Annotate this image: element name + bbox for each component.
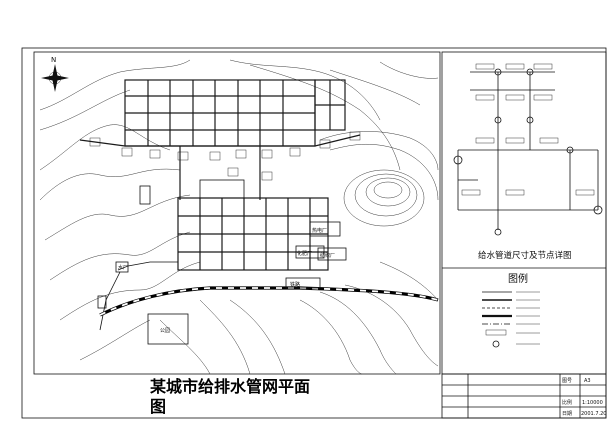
station-box [115, 261, 129, 273]
date-label: 日期 [562, 411, 572, 417]
label-factory1: 热电厂 [312, 227, 327, 234]
label-park: 公园 [160, 328, 170, 334]
legend-title: 图例 [508, 272, 528, 285]
label-railway: 铁路 [290, 281, 300, 288]
scale-label: 比例 [562, 399, 572, 406]
sheet-no-label: 图号 [562, 378, 572, 384]
label-factory2: 化肥厂 [297, 250, 312, 257]
main-pipes [79, 134, 361, 200]
city-grid-upper [124, 79, 346, 147]
date-value: 2001.7.20 [581, 411, 606, 417]
contour-lines [39, 59, 439, 375]
sheet-no-value: A3 [584, 378, 591, 384]
factory-box-3 [317, 247, 347, 261]
drawing-title-line2: 图 [150, 397, 166, 416]
city-grid-lower [177, 179, 347, 271]
legend-items [482, 291, 540, 348]
map-frame [33, 51, 441, 375]
label-factory3: 纺织厂 [320, 252, 335, 259]
north-label: N [51, 56, 56, 64]
factory-box-2 [295, 245, 325, 259]
north-arrow-icon: N [41, 56, 69, 92]
title-block [441, 373, 607, 419]
railway-line [99, 286, 439, 317]
factory-box-1 [309, 221, 341, 237]
branch-west [97, 185, 178, 331]
drawing-title-line1: 某城市给排水管网平面 [149, 377, 310, 396]
label-station: 水厂 [118, 264, 128, 271]
detail-title: 给水管道尺寸及节点详图 [478, 250, 572, 261]
detail-diagram [453, 63, 603, 236]
park-block [147, 313, 189, 345]
node-markers [89, 131, 361, 181]
detail-frame [441, 51, 607, 375]
scale-value: 1:10000 [582, 400, 603, 406]
